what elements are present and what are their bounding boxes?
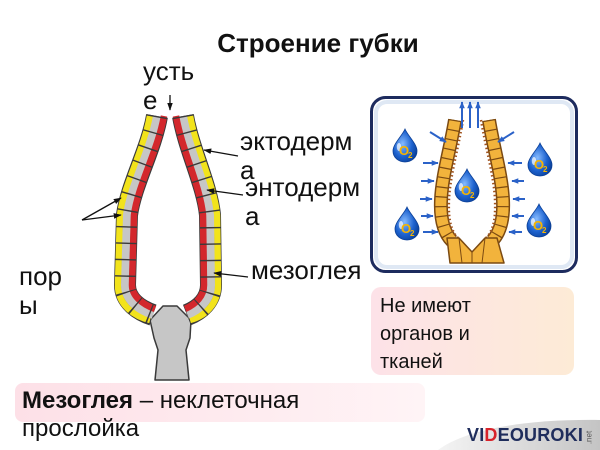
inflow-arrow-left-top [429, 131, 447, 143]
logo-domain-suffix: .net [584, 430, 594, 445]
ectoderm-label: эктодерм а [240, 127, 352, 185]
droplet-highlight [531, 157, 537, 165]
definition-text: Мезоглея – неклеточная прослойка [22, 387, 342, 443]
entoderm-label-line-2: а [245, 201, 260, 231]
oxygen-droplet-icon: O 2 [454, 167, 480, 203]
entoderm-label: энтодерм а [245, 173, 360, 231]
inflow-arrow-right-top [497, 131, 515, 143]
droplet-highlight [398, 221, 404, 229]
oxygen-droplet-icon: O 2 [392, 127, 418, 163]
note-box [371, 287, 574, 375]
ostium-label: усть е [143, 57, 194, 115]
droplet-oxygen-symbol: O [533, 218, 543, 233]
mesoglea-label: мезоглея [251, 256, 361, 285]
inset-base-cell-lines [458, 237, 486, 264]
inset-sponge [433, 118, 511, 264]
pores-label-line-2: ы [19, 290, 38, 320]
outflow-arrows [459, 101, 481, 128]
droplet-oxygen-symbol: O [399, 143, 409, 158]
definition-term: Мезоглея [22, 387, 134, 414]
pores-label-line-1: пор [19, 261, 62, 291]
note-text: Не имеют органов и тканей [380, 295, 471, 373]
inflow-arrows [420, 131, 525, 235]
droplet-shape [394, 205, 420, 241]
droplet-oxygen-subscript: 2 [543, 165, 548, 174]
droplet-oxygen-symbol: O [534, 157, 544, 172]
definition-body: – неклеточная прослойка [22, 387, 300, 442]
oxygen-droplets: O 2 O 2 O 2 O 2 [392, 127, 553, 241]
ectoderm-label-line-1: эктодерм [240, 126, 353, 156]
oxygen-droplet-icon: O 2 [527, 141, 553, 177]
droplet-highlight [530, 218, 536, 226]
right-wall-entoderm [172, 115, 208, 312]
logo-text-part-3: EOUROKI [497, 425, 584, 445]
right-body-wall [172, 113, 223, 326]
logo-text-part-1: VI [467, 425, 485, 445]
ectoderm-pointer-arrow [203, 148, 239, 157]
ectoderm-label-line-2: а [240, 155, 255, 185]
left-wall-mesoglea [120, 115, 161, 319]
water-flow-inset: O 2 O 2 O 2 O 2 [370, 96, 578, 273]
droplet-oxygen-subscript: 2 [542, 226, 547, 235]
droplet-oxygen-symbol: O [461, 183, 471, 198]
droplet-oxygen-symbol: O [401, 221, 411, 236]
entoderm-pointer-arrow [206, 188, 244, 196]
left-body-wall [113, 113, 168, 326]
inset-inner-glow [374, 100, 574, 269]
oxygen-droplet-icon: O 2 [394, 205, 420, 241]
inset-right-wall-collars [479, 119, 497, 239]
videouroki-logo: VIDEOUROKI [467, 425, 583, 445]
sponge-stalk [149, 305, 192, 381]
ostium-label-line-1: усть [143, 56, 195, 86]
droplet-shape [392, 127, 418, 163]
right-wall-mesoglea [179, 115, 216, 319]
droplet-highlight [458, 183, 464, 191]
droplet-highlight [396, 143, 402, 151]
inset-left-wall-collars [447, 119, 465, 239]
label-pointers [81, 95, 249, 278]
ostium-label-line-2: е [143, 85, 158, 115]
left-wall-entoderm [128, 115, 168, 313]
droplet-oxygen-subscript: 2 [408, 151, 413, 160]
droplet-shape [527, 141, 553, 177]
inset-right-wall-cells [483, 119, 509, 245]
oxygen-droplet-icon: O 2 [526, 202, 552, 238]
droplet-shape [526, 202, 552, 238]
pores-pointer-arrow-upper [81, 197, 122, 221]
mesoglea-label-line-1: мезоглея [251, 255, 362, 285]
droplet-shape [454, 167, 480, 203]
droplet-oxygen-subscript: 2 [470, 191, 475, 200]
inset-left-wall-cells [435, 119, 461, 245]
mesoglea-pointer-arrow [213, 271, 249, 278]
logo-text-part-2: D [484, 425, 498, 445]
logo-swoosh [438, 419, 600, 450]
pores-pointer-arrow-lower [81, 213, 122, 221]
sponge-section-diagram [81, 95, 249, 381]
definition-box [15, 383, 425, 422]
entoderm-label-line-1: энтодерм [245, 172, 361, 202]
slide-title: Строение губки [217, 28, 419, 58]
pores-label: пор ы [19, 262, 62, 320]
droplet-oxygen-subscript: 2 [410, 229, 415, 238]
